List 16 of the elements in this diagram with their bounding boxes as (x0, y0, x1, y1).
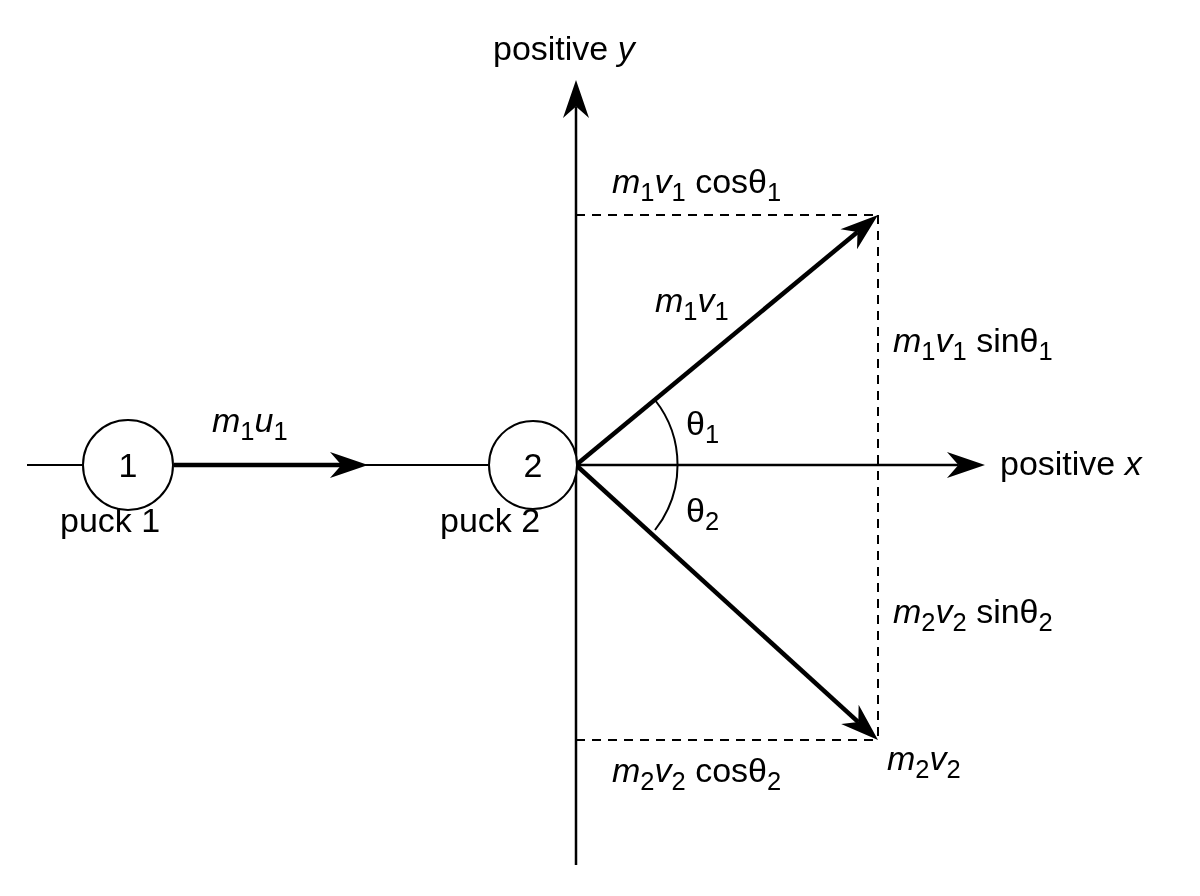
component-label: m$_{2}$v$_{2}$ sinθ$_{2}$ (893, 593, 1053, 631)
vector-label: m$_{1}$v$_{1}$ (655, 282, 729, 320)
puck-number: 1 (118, 445, 138, 485)
angle-label: θ$_{2}$ (686, 492, 720, 530)
axis-label: positive x (1000, 445, 1142, 483)
component-label: m$_{1}$v$_{1}$ cosθ$_{1}$ (612, 163, 782, 201)
component-label: m$_{1}$v$_{1}$ sinθ$_{1}$ (893, 322, 1053, 360)
puck-caption: puck 1 (60, 502, 161, 540)
vector-label: m$_{2}$v$_{2}$ (887, 740, 961, 778)
angle-label: θ$_{1}$ (686, 405, 720, 443)
puck-number: 2 (523, 445, 543, 485)
axis-label: positive y (493, 30, 635, 68)
connector-line (26, 464, 83, 466)
component-label: m$_{2}$v$_{2}$ cosθ$_{2}$ (612, 752, 782, 790)
puck-caption: puck 2 (440, 502, 541, 540)
vector-label: m$_{1}$u$_{1}$ (212, 402, 288, 440)
